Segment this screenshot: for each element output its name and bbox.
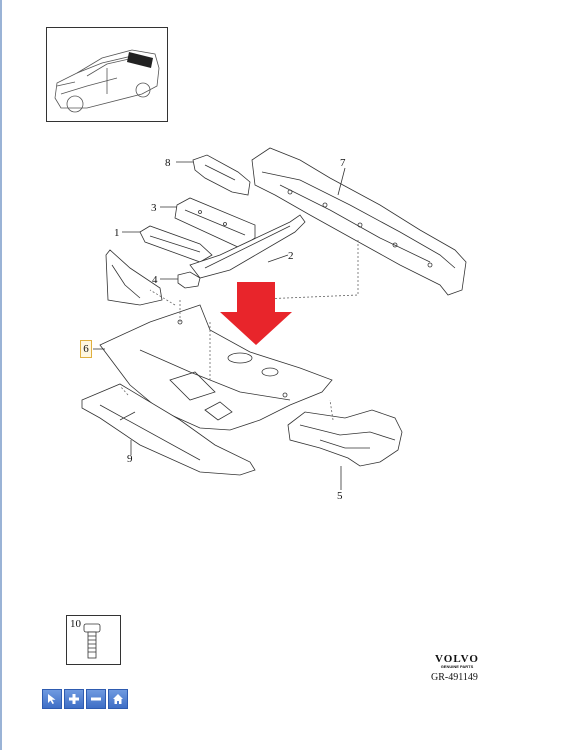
callout-6-selected[interactable]: 6 bbox=[80, 340, 92, 358]
callout-7: 7 bbox=[340, 157, 346, 169]
side-pillar-part bbox=[105, 249, 163, 306]
part-1-rail bbox=[139, 225, 213, 263]
viewer-toolbar bbox=[42, 689, 128, 709]
callout-1: 1 bbox=[114, 227, 120, 239]
highlight-arrow bbox=[220, 282, 292, 345]
part-4-clip bbox=[177, 271, 201, 289]
callout-6: 6 bbox=[83, 343, 89, 355]
callout-5: 5 bbox=[337, 490, 343, 502]
brand-subtitle: GENUINE PARTS bbox=[440, 664, 474, 669]
select-button[interactable] bbox=[42, 689, 62, 709]
left-border bbox=[0, 0, 2, 750]
callout-4: 4 bbox=[152, 274, 158, 286]
zoom-out-button[interactable] bbox=[86, 689, 106, 709]
fastener-box: 10 bbox=[66, 615, 121, 665]
plus-icon bbox=[69, 694, 79, 704]
diagram-reference: GR-491149 bbox=[431, 672, 478, 683]
home-button[interactable] bbox=[108, 689, 128, 709]
part-8-bracket bbox=[192, 154, 251, 196]
brand-name: VOLVO bbox=[435, 653, 479, 665]
callout-2: 2 bbox=[288, 250, 294, 262]
callout-8: 8 bbox=[165, 157, 171, 169]
minus-icon bbox=[91, 697, 101, 701]
zoom-in-button[interactable] bbox=[64, 689, 84, 709]
part-2-crossmember bbox=[189, 214, 306, 279]
fastener-number: 10 bbox=[70, 618, 81, 630]
part-9-lower-panel bbox=[81, 383, 256, 476]
callout-3: 3 bbox=[151, 202, 157, 214]
cursor-icon bbox=[48, 694, 56, 704]
home-icon bbox=[113, 694, 123, 704]
part-3-reinforcement bbox=[174, 197, 256, 249]
vehicle-thumbnail bbox=[46, 27, 168, 122]
bolt-icon bbox=[83, 623, 101, 659]
part-5-heat-shield bbox=[287, 409, 403, 467]
part-7-rear-panel bbox=[251, 147, 467, 296]
callout-9: 9 bbox=[127, 453, 133, 465]
brand-logo: VOLVO GENUINE PARTS bbox=[430, 653, 484, 669]
